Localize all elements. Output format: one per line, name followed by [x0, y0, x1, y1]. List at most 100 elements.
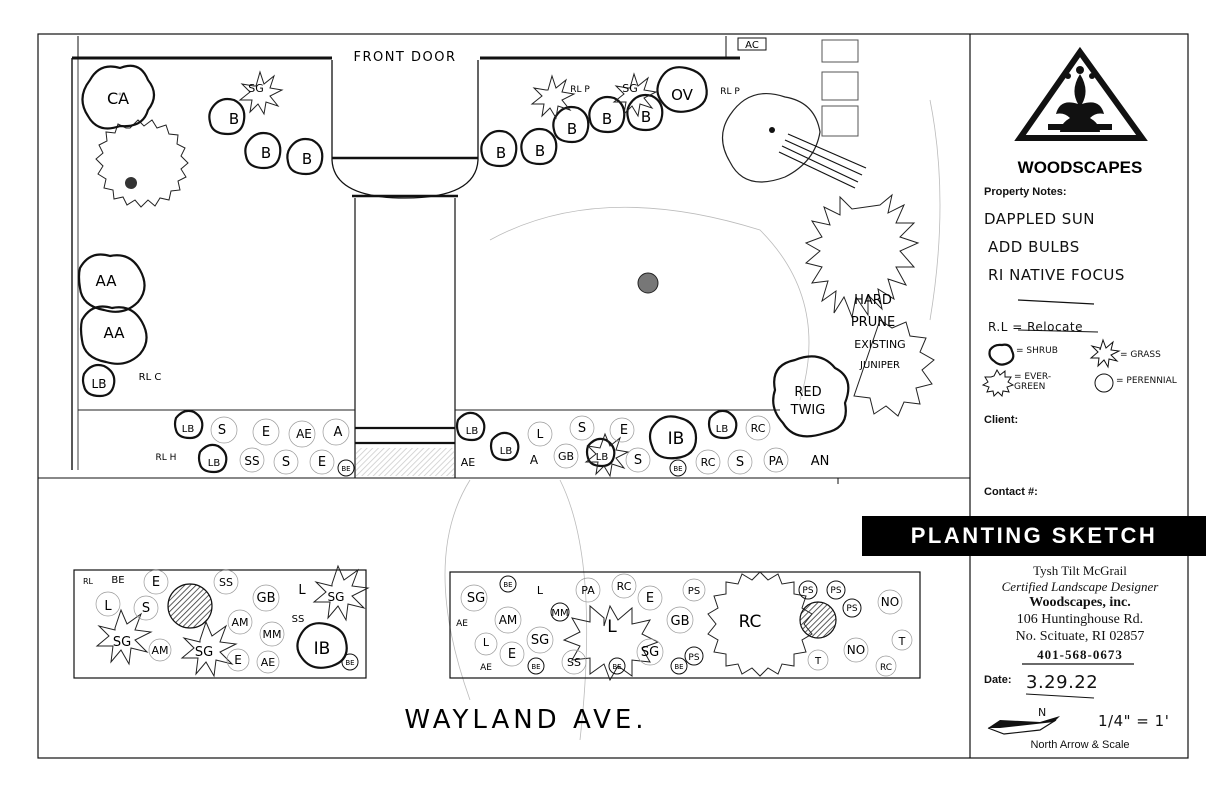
plant-label-e: E — [620, 423, 628, 438]
date-value: 3.29.22 — [1026, 672, 1099, 693]
plant-label-am: AM — [151, 644, 168, 657]
plant-label-ps: PS — [846, 604, 857, 614]
plant-label-l: L — [537, 427, 544, 441]
plant-label-an: AN — [811, 454, 830, 469]
plant-label-lb: LB — [596, 452, 609, 463]
hard-prune-label: HARD — [854, 293, 892, 308]
plant-label-s: S — [736, 455, 744, 470]
red-twig-label: RED — [794, 385, 821, 400]
plant-label-aa: AA — [104, 324, 126, 342]
plant-label-ps: PS — [688, 586, 700, 597]
note-item: DAPPLED SUN — [984, 210, 1096, 228]
existing-tree — [637, 272, 659, 294]
plant-label-ss: SS — [292, 614, 305, 625]
existing-tree — [721, 93, 867, 189]
plant-label-rc: RC — [739, 612, 762, 632]
plant-label-ps: PS — [688, 653, 699, 663]
plant-label-e: E — [646, 591, 654, 606]
plant-label-rl: RL — [83, 577, 94, 586]
plant-label-rc: RC — [751, 422, 766, 435]
plant-label-sg: SG — [248, 82, 264, 95]
hatched-tree — [167, 583, 213, 629]
plant-label-ps: PS — [830, 586, 841, 596]
plant-label-l: L — [483, 636, 490, 649]
plant-label-lb: LB — [92, 377, 107, 391]
plant-label-be: BE — [111, 575, 124, 586]
plant-label-lb: LB — [466, 426, 479, 437]
legend-shrub-label: = SHRUB — [1016, 346, 1058, 356]
plant-label-s: S — [282, 455, 290, 470]
front-door-label: FRONT DOOR — [353, 50, 456, 65]
plant-label-l: L — [537, 584, 544, 597]
plant-label-am: AM — [231, 616, 248, 629]
scale-label: 1/4" = 1' — [1098, 712, 1170, 730]
designer-title: Certified Landscape Designer — [1001, 579, 1159, 594]
planting-sketch-banner: PLANTING SKETCH — [862, 516, 1206, 556]
plant-label-rc: RC — [701, 456, 716, 469]
logo-name: WOODSCAPES — [1018, 158, 1143, 177]
client-label: Client: — [984, 414, 1019, 426]
hard-prune-label-4: JUNIPER — [859, 360, 900, 371]
hard-prune-label-3: EXISTING — [854, 338, 905, 351]
stepping-stones — [821, 39, 859, 137]
note-item: RI NATIVE FOCUS — [988, 266, 1125, 284]
plant-label-t: T — [814, 656, 822, 667]
address-line-2: No. Scituate, RI 02857 — [1015, 629, 1145, 644]
plant-label-sg: SG — [195, 645, 213, 660]
plant-label-b: B — [302, 150, 312, 168]
plant-label-ae: AE — [296, 427, 312, 441]
plant-label-lb: LB — [500, 446, 513, 457]
legend-icons — [981, 338, 1121, 398]
designer-name: Tysh Tilt McGrail — [1033, 563, 1127, 578]
relocate-note: R.L = Relocate — [988, 320, 1083, 334]
plant-label-a: A — [334, 425, 343, 440]
plant-label-be: BE — [674, 663, 683, 671]
hatched-tree — [799, 601, 837, 639]
shrubs — [77, 64, 738, 669]
plant-label-b: B — [261, 144, 271, 162]
north-arrow-scale-caption: North Arrow & Scale — [1030, 739, 1130, 751]
plant-label-ae: AE — [480, 663, 492, 673]
plant-label-sg: SG — [641, 645, 659, 660]
plant-label-rc: RC — [880, 663, 892, 673]
existing-tree — [95, 119, 189, 208]
plant-label-be: BE — [531, 663, 540, 671]
plant-label-l: L — [607, 617, 617, 637]
plant-label-t: T — [898, 635, 906, 648]
tree-canopy-arcs — [444, 99, 941, 741]
plant-label-b: B — [641, 108, 651, 126]
plant-label-ov: OV — [671, 86, 694, 104]
north-label: N — [1038, 706, 1047, 719]
north-arrow-icon — [987, 716, 1060, 735]
date-label: Date: — [984, 674, 1012, 686]
plant-label-rl-p: RL P — [720, 87, 740, 97]
plant-label-b: B — [229, 110, 239, 128]
plant-label-sg: SG — [467, 591, 485, 606]
plant-label-b: B — [602, 110, 612, 128]
perennials — [95, 92, 913, 677]
plant-label-l: L — [298, 583, 306, 598]
legend-perennial-label: = PERENNIAL — [1116, 376, 1177, 386]
plant-label-s: S — [142, 601, 150, 616]
plant-label-l: L — [104, 599, 112, 614]
plant-label-s: S — [634, 453, 642, 468]
plant-label-e: E — [234, 653, 242, 667]
plant-label-ps: PS — [802, 586, 813, 596]
street-label: WAYLAND AVE. — [404, 705, 647, 735]
plant-label-rl-h: RL H — [156, 453, 177, 463]
legend-grass-label: = GRASS — [1120, 350, 1161, 360]
plant-label-gb: GB — [558, 450, 574, 463]
plant-label-sg: SG — [113, 635, 131, 650]
plant-label-lb: LB — [208, 458, 221, 469]
plant-label-sg: SG — [622, 82, 638, 95]
plant-label-ib: IB — [668, 429, 685, 449]
plant-label-e: E — [508, 647, 516, 662]
perennial-legend-icon — [1094, 373, 1114, 393]
front-walkway — [331, 60, 479, 478]
hard-prune-label-2: PRUNE — [851, 315, 895, 330]
plant-label-ae: AE — [456, 619, 468, 629]
plant-label-ss: SS — [219, 576, 233, 589]
plant-label-aa: AA — [96, 272, 118, 290]
plant-label-ss: SS — [567, 656, 581, 669]
plant-label-am: AM — [499, 613, 518, 627]
